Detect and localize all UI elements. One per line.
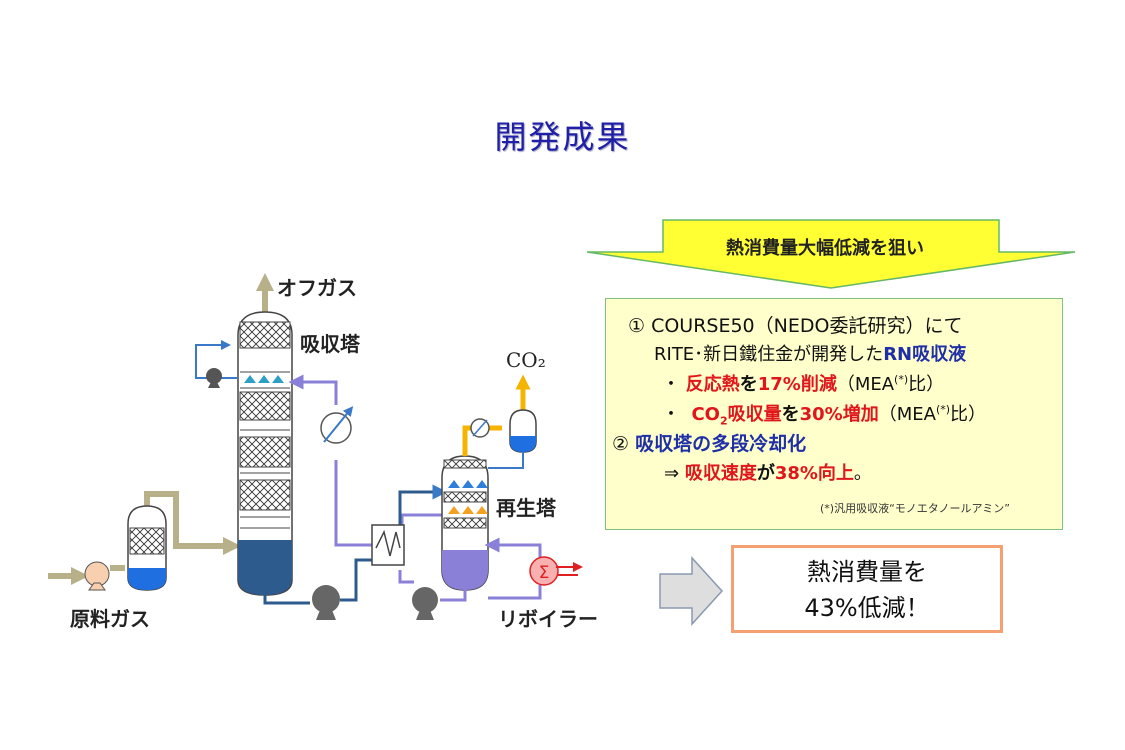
rn-solvent-highlight: RN吸収液: [883, 344, 967, 365]
footnote-marker: (*): [935, 403, 951, 416]
footnote-marker: (*): [894, 373, 909, 386]
co2-label: CO₂: [506, 348, 546, 372]
feed-gas-vessel: [127, 505, 167, 591]
bullet: ・: [662, 404, 680, 425]
result-line-4-mid: を: [781, 404, 800, 425]
absorber-label: 吸収塔: [300, 332, 360, 356]
absorption-amount-highlight: 吸収量: [727, 404, 782, 425]
result-line-5: ② 吸収塔の多段冷却化: [612, 429, 806, 456]
result-line-2: RITE･新日鐵住金が開発したRN吸収液: [654, 340, 966, 366]
co2-subscript: 2: [719, 414, 728, 428]
results-box: ① COURSE50（NEDO委託研究）にて RITE･新日鐵住金が開発したRN…: [605, 298, 1063, 530]
off-gas-label: オフガス: [277, 276, 357, 300]
cooler-icon: [320, 406, 354, 444]
regenerator-tower: [441, 455, 489, 591]
process-flow-diagram: Σ: [48, 273, 583, 620]
cooling-pump: [206, 368, 222, 388]
absorber-tower: [237, 311, 293, 596]
reboiler-icon: Σ: [529, 556, 583, 586]
result-line-3: ・ 反応熱を17%削減（MEA(*)比）: [662, 370, 944, 396]
result-line-4-suffix: （MEA: [878, 404, 936, 425]
reboiler-loop: [440, 537, 542, 602]
rich-solvent-pump: [312, 585, 340, 620]
svg-text:Σ: Σ: [539, 563, 550, 583]
result-line-3-suffix: （MEA: [836, 374, 895, 395]
result-line-6-mid: が: [756, 463, 775, 484]
conclusion-line-1: 熱消費量を: [807, 558, 927, 586]
lean-solvent-line: [288, 374, 442, 584]
multistage-cooling-highlight: 吸収塔の多段冷却化: [635, 433, 807, 455]
goal-banner-text: 熱消費量大幅低減を狙い: [726, 238, 924, 259]
conclusion-line-2: 43%低減！: [804, 594, 930, 622]
result-line-6: ⇒ 吸収速度が38%向上。: [664, 459, 872, 485]
reflux-drum: [509, 409, 537, 453]
heat-exchanger: [371, 524, 405, 566]
improvement-38-highlight: 38%向上: [774, 463, 854, 484]
result-line-4-end: 比）: [950, 404, 987, 425]
goal-banner-arrow: [586, 219, 1076, 289]
bullet: ・: [662, 374, 680, 395]
implies-arrow: ⇒: [664, 463, 680, 484]
conclusion-box: 熱消費量を 43%低減！: [731, 545, 1003, 633]
footnote: (*)汎用吸収液“モノエタノールアミン”: [820, 502, 1010, 515]
reboiler-label: リボイラー: [498, 607, 598, 631]
item-number-2: ②: [612, 433, 630, 455]
feed-gas-blower: [84, 561, 110, 591]
result-line-6-end: 。: [853, 463, 872, 484]
result-line-4: ・ CO2吸収量を30%増加（MEA(*)比）: [662, 400, 986, 428]
result-line-2-text: RITE･新日鐵住金が開発した: [654, 344, 884, 365]
result-line-3-end: 比）: [908, 374, 945, 395]
result-line-3-mid: を: [739, 374, 758, 395]
absorption-rate-highlight: 吸収速度: [684, 463, 757, 484]
co2-highlight: CO: [691, 404, 720, 425]
rich-solvent-line: [263, 484, 448, 605]
feed-gas-label: 原料ガス: [70, 607, 150, 631]
regenerator-label: 再生塔: [496, 496, 556, 520]
result-line-1: ① COURSE50（NEDO委託研究）にて: [628, 315, 963, 337]
absorber-cooling-loop: [195, 340, 238, 379]
result-arrow: [659, 556, 724, 626]
increase-30-highlight: 30%増加: [799, 404, 879, 425]
reduction-17-highlight: 17%削減: [757, 374, 837, 395]
reflux-line: [488, 452, 524, 469]
condenser-icon: [470, 418, 490, 438]
page-title: 開発成果: [494, 118, 631, 156]
reaction-heat-highlight: 反応熱: [685, 374, 740, 395]
lean-solvent-pump: [412, 587, 438, 620]
